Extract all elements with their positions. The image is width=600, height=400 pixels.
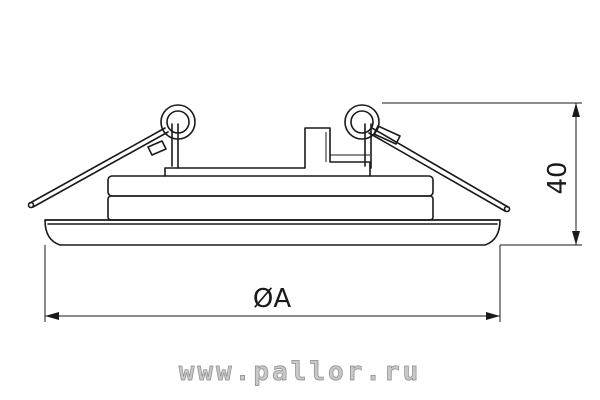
trim-flange <box>44 219 501 246</box>
height-dimension-label: 40 <box>543 161 573 194</box>
watermark-text: www.pallor.ru <box>179 357 422 387</box>
housing-body <box>107 195 434 221</box>
height-dimension: 40 <box>382 102 582 246</box>
top-bracket <box>164 127 371 177</box>
diameter-dimension: ØA <box>44 245 501 322</box>
right-spring-clip <box>344 104 511 213</box>
left-spring-clip <box>27 104 196 209</box>
housing-cap <box>107 175 434 197</box>
diameter-dimension-label: ØA <box>253 284 291 314</box>
